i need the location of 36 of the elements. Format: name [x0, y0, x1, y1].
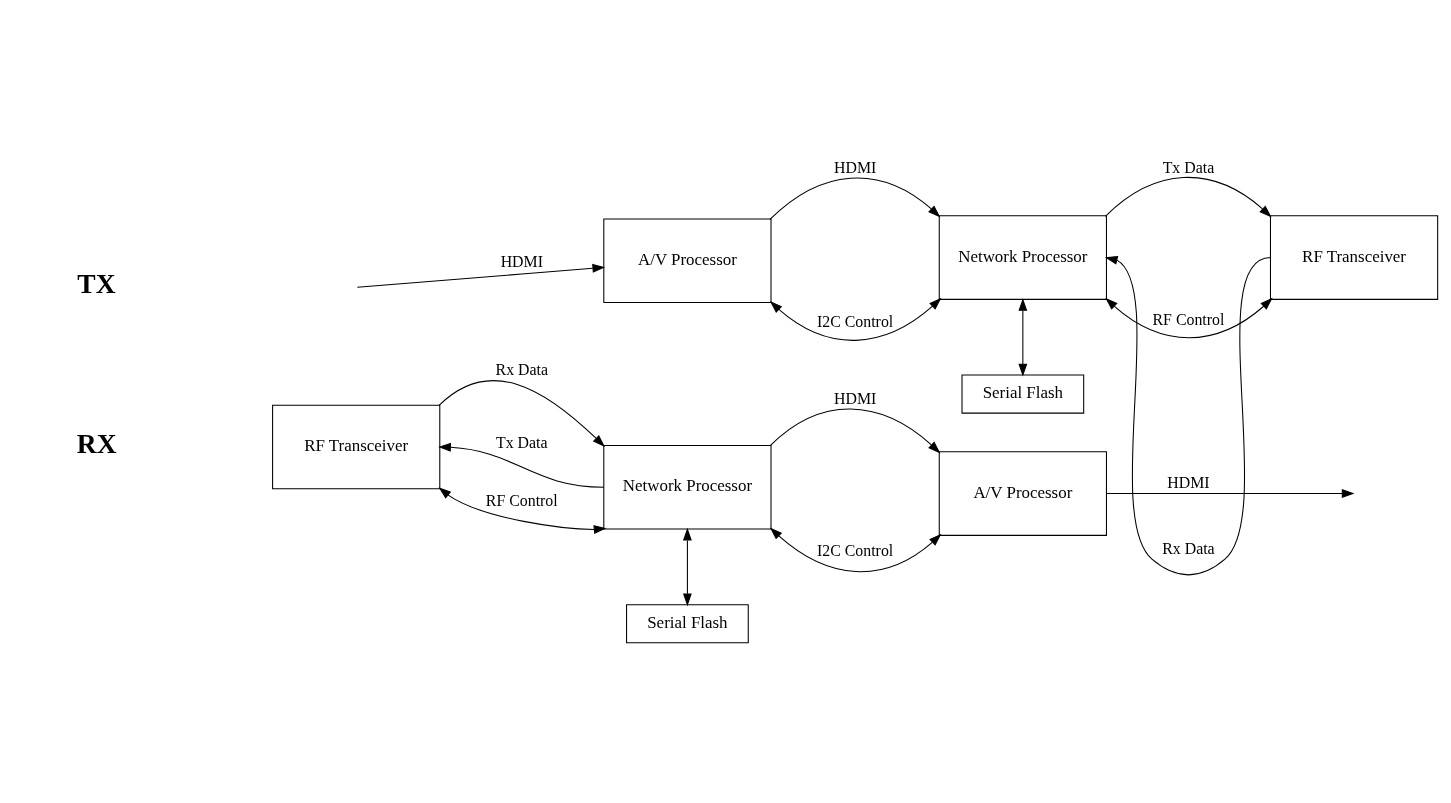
arrow — [1018, 298, 1028, 377]
arrow — [1106, 489, 1355, 498]
arrow — [1104, 255, 1271, 576]
arrow — [438, 487, 607, 534]
arrow — [769, 177, 941, 220]
node-box: RF Transceiver — [272, 404, 441, 490]
edge-label: I2C Control — [817, 542, 894, 559]
edge-label: HDMI — [833, 389, 877, 407]
node-box: Network Processor — [938, 215, 1107, 300]
edge-label: Tx Data — [496, 434, 548, 452]
edge-label: HDMI — [1167, 474, 1210, 492]
edge-label: I2C Control — [817, 313, 894, 331]
node-box: A/V Processor — [603, 218, 772, 304]
label: RX — [76, 427, 117, 459]
arrow — [1104, 177, 1272, 218]
arrow — [769, 408, 941, 454]
node-box: A/V Processor — [938, 451, 1107, 536]
node-box: Network Processor — [603, 444, 772, 530]
node-box: Serial Flash — [961, 374, 1085, 414]
label: TX — [77, 267, 116, 299]
arrow — [682, 527, 692, 607]
arrow — [438, 380, 605, 448]
arrow — [438, 442, 605, 488]
edge-label: Rx Data — [1162, 539, 1215, 557]
edge-label: Tx Data — [1162, 158, 1215, 176]
arrow — [769, 297, 942, 341]
node-box: RF Transceiver — [1269, 215, 1439, 300]
arrow — [1105, 297, 1273, 339]
node-box: Serial Flash — [626, 604, 749, 644]
edge-label: RF Control — [1152, 311, 1225, 329]
edge-label: HDMI — [833, 158, 877, 176]
edge-label: RF Control — [485, 492, 558, 510]
edge-label: HDMI — [500, 253, 543, 271]
arrow — [356, 263, 606, 288]
arrow — [769, 527, 942, 573]
edge-label: Rx Data — [495, 361, 549, 379]
